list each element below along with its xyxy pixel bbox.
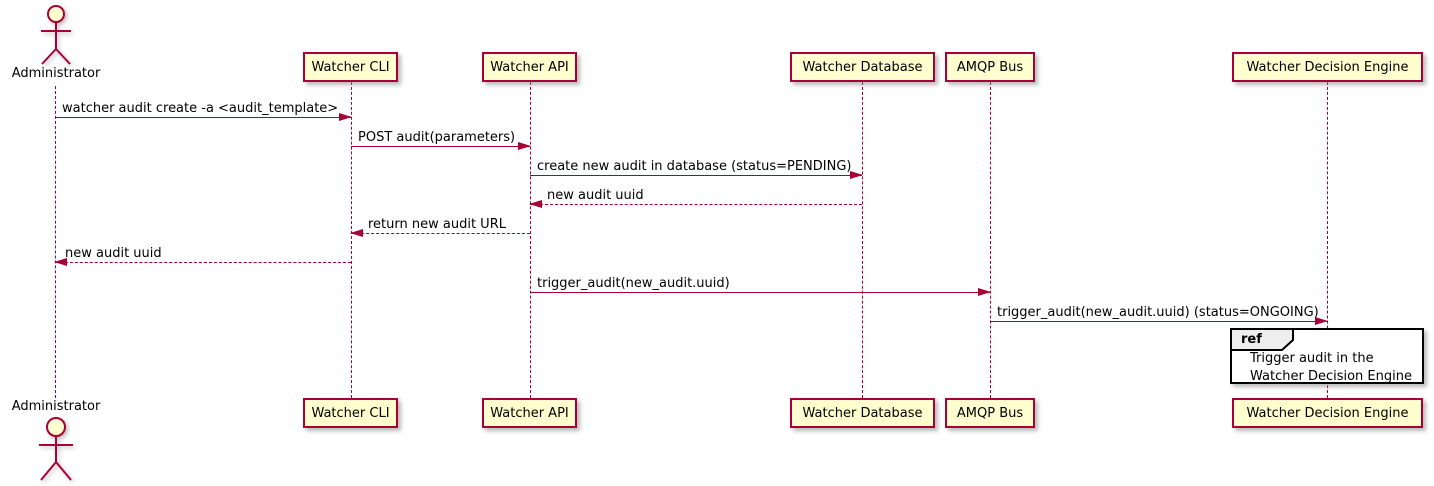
message-label: trigger_audit(new_audit.uuid) (537, 276, 730, 291)
message-post-audit: POST audit(parameters) (351, 128, 531, 150)
message-label: new audit uuid (547, 188, 644, 203)
message-label: create new audit in database (status=PEN… (537, 159, 852, 174)
participant-label: Watcher Database (802, 405, 923, 421)
message-line (530, 204, 862, 205)
participant-amqp-bus-bottom: AMQP Bus (945, 398, 1035, 428)
message-trigger-audit: trigger_audit(new_audit.uuid) (530, 274, 991, 296)
participant-watcher-api-bottom: Watcher API (482, 398, 577, 428)
message-line (530, 175, 862, 176)
participant-label: Watcher Decision Engine (1246, 405, 1409, 421)
message-label: return new audit URL (368, 217, 506, 232)
message-watcher-audit-create: watcher audit create -a <audit_template> (55, 99, 352, 121)
message-label: POST audit(parameters) (358, 130, 516, 145)
participant-watcher-cli-bottom: Watcher CLI (303, 398, 398, 428)
message-line (530, 292, 990, 293)
participant-label: Watcher API (490, 59, 569, 75)
participant-label: Watcher API (490, 405, 569, 421)
participant-watcher-database-top: Watcher Database (790, 52, 935, 82)
ref-fragment: ref Trigger audit in the Watcher Decisio… (1230, 328, 1424, 384)
participant-label: Watcher CLI (311, 59, 390, 75)
participant-watcher-decision-engine-top: Watcher Decision Engine (1232, 52, 1423, 82)
lifeline-watcher-decision-engine (1327, 82, 1328, 398)
actor-label-administrator-top: Administrator (11, 66, 101, 81)
message-new-audit-uuid-to-admin: new audit uuid (54, 244, 351, 266)
participant-watcher-decision-engine-bottom: Watcher Decision Engine (1232, 398, 1423, 428)
participant-label: Watcher Decision Engine (1246, 59, 1409, 75)
message-label: trigger_audit(new_audit.uuid) (status=ON… (997, 305, 1319, 320)
message-line (351, 233, 530, 234)
arrowhead-left-icon (529, 200, 542, 208)
arrowhead-right-icon (978, 288, 991, 296)
arrowhead-left-icon (54, 258, 67, 266)
participant-label: AMQP Bus (956, 59, 1024, 75)
arrowhead-left-icon (350, 229, 363, 237)
participant-label: AMQP Bus (956, 405, 1024, 421)
ref-keyword: ref (1241, 332, 1262, 347)
ref-text-line: Trigger audit in the (1250, 351, 1374, 366)
message-line (990, 321, 1327, 322)
participant-watcher-cli-top: Watcher CLI (303, 52, 398, 82)
message-new-audit-uuid-return: new audit uuid (529, 186, 862, 208)
lifeline-amqp-bus (990, 82, 991, 398)
arrowhead-right-icon (518, 142, 531, 150)
participant-amqp-bus-top: AMQP Bus (945, 52, 1035, 82)
participant-watcher-database-bottom: Watcher Database (790, 398, 935, 428)
message-return-new-audit-url: return new audit URL (350, 215, 530, 237)
actor-label-administrator-bottom: Administrator (11, 399, 101, 414)
ref-text-line: Watcher Decision Engine (1250, 369, 1412, 384)
lifeline-watcher-api (530, 82, 531, 398)
arrowhead-right-icon (850, 171, 863, 179)
message-line (55, 117, 351, 118)
message-label: watcher audit create -a <audit_template> (62, 101, 339, 116)
message-line (55, 262, 351, 263)
lifeline-watcher-database (862, 82, 863, 398)
participant-label: Watcher CLI (311, 405, 390, 421)
message-create-new-audit: create new audit in database (status=PEN… (530, 157, 863, 179)
lifeline-administrator (55, 86, 56, 398)
message-line (351, 146, 530, 147)
administrator-actor-icon (39, 417, 73, 481)
lifeline-watcher-cli (351, 82, 352, 398)
message-label: new audit uuid (65, 246, 162, 261)
message-trigger-audit-ongoing: trigger_audit(new_audit.uuid) (status=ON… (990, 303, 1328, 325)
participant-watcher-api-top: Watcher API (482, 52, 577, 82)
ref-header-shape (1230, 328, 1294, 351)
administrator-actor-icon (41, 5, 71, 65)
participant-label: Watcher Database (802, 59, 923, 75)
arrowhead-right-icon (339, 113, 352, 121)
arrowhead-right-icon (1315, 317, 1328, 325)
